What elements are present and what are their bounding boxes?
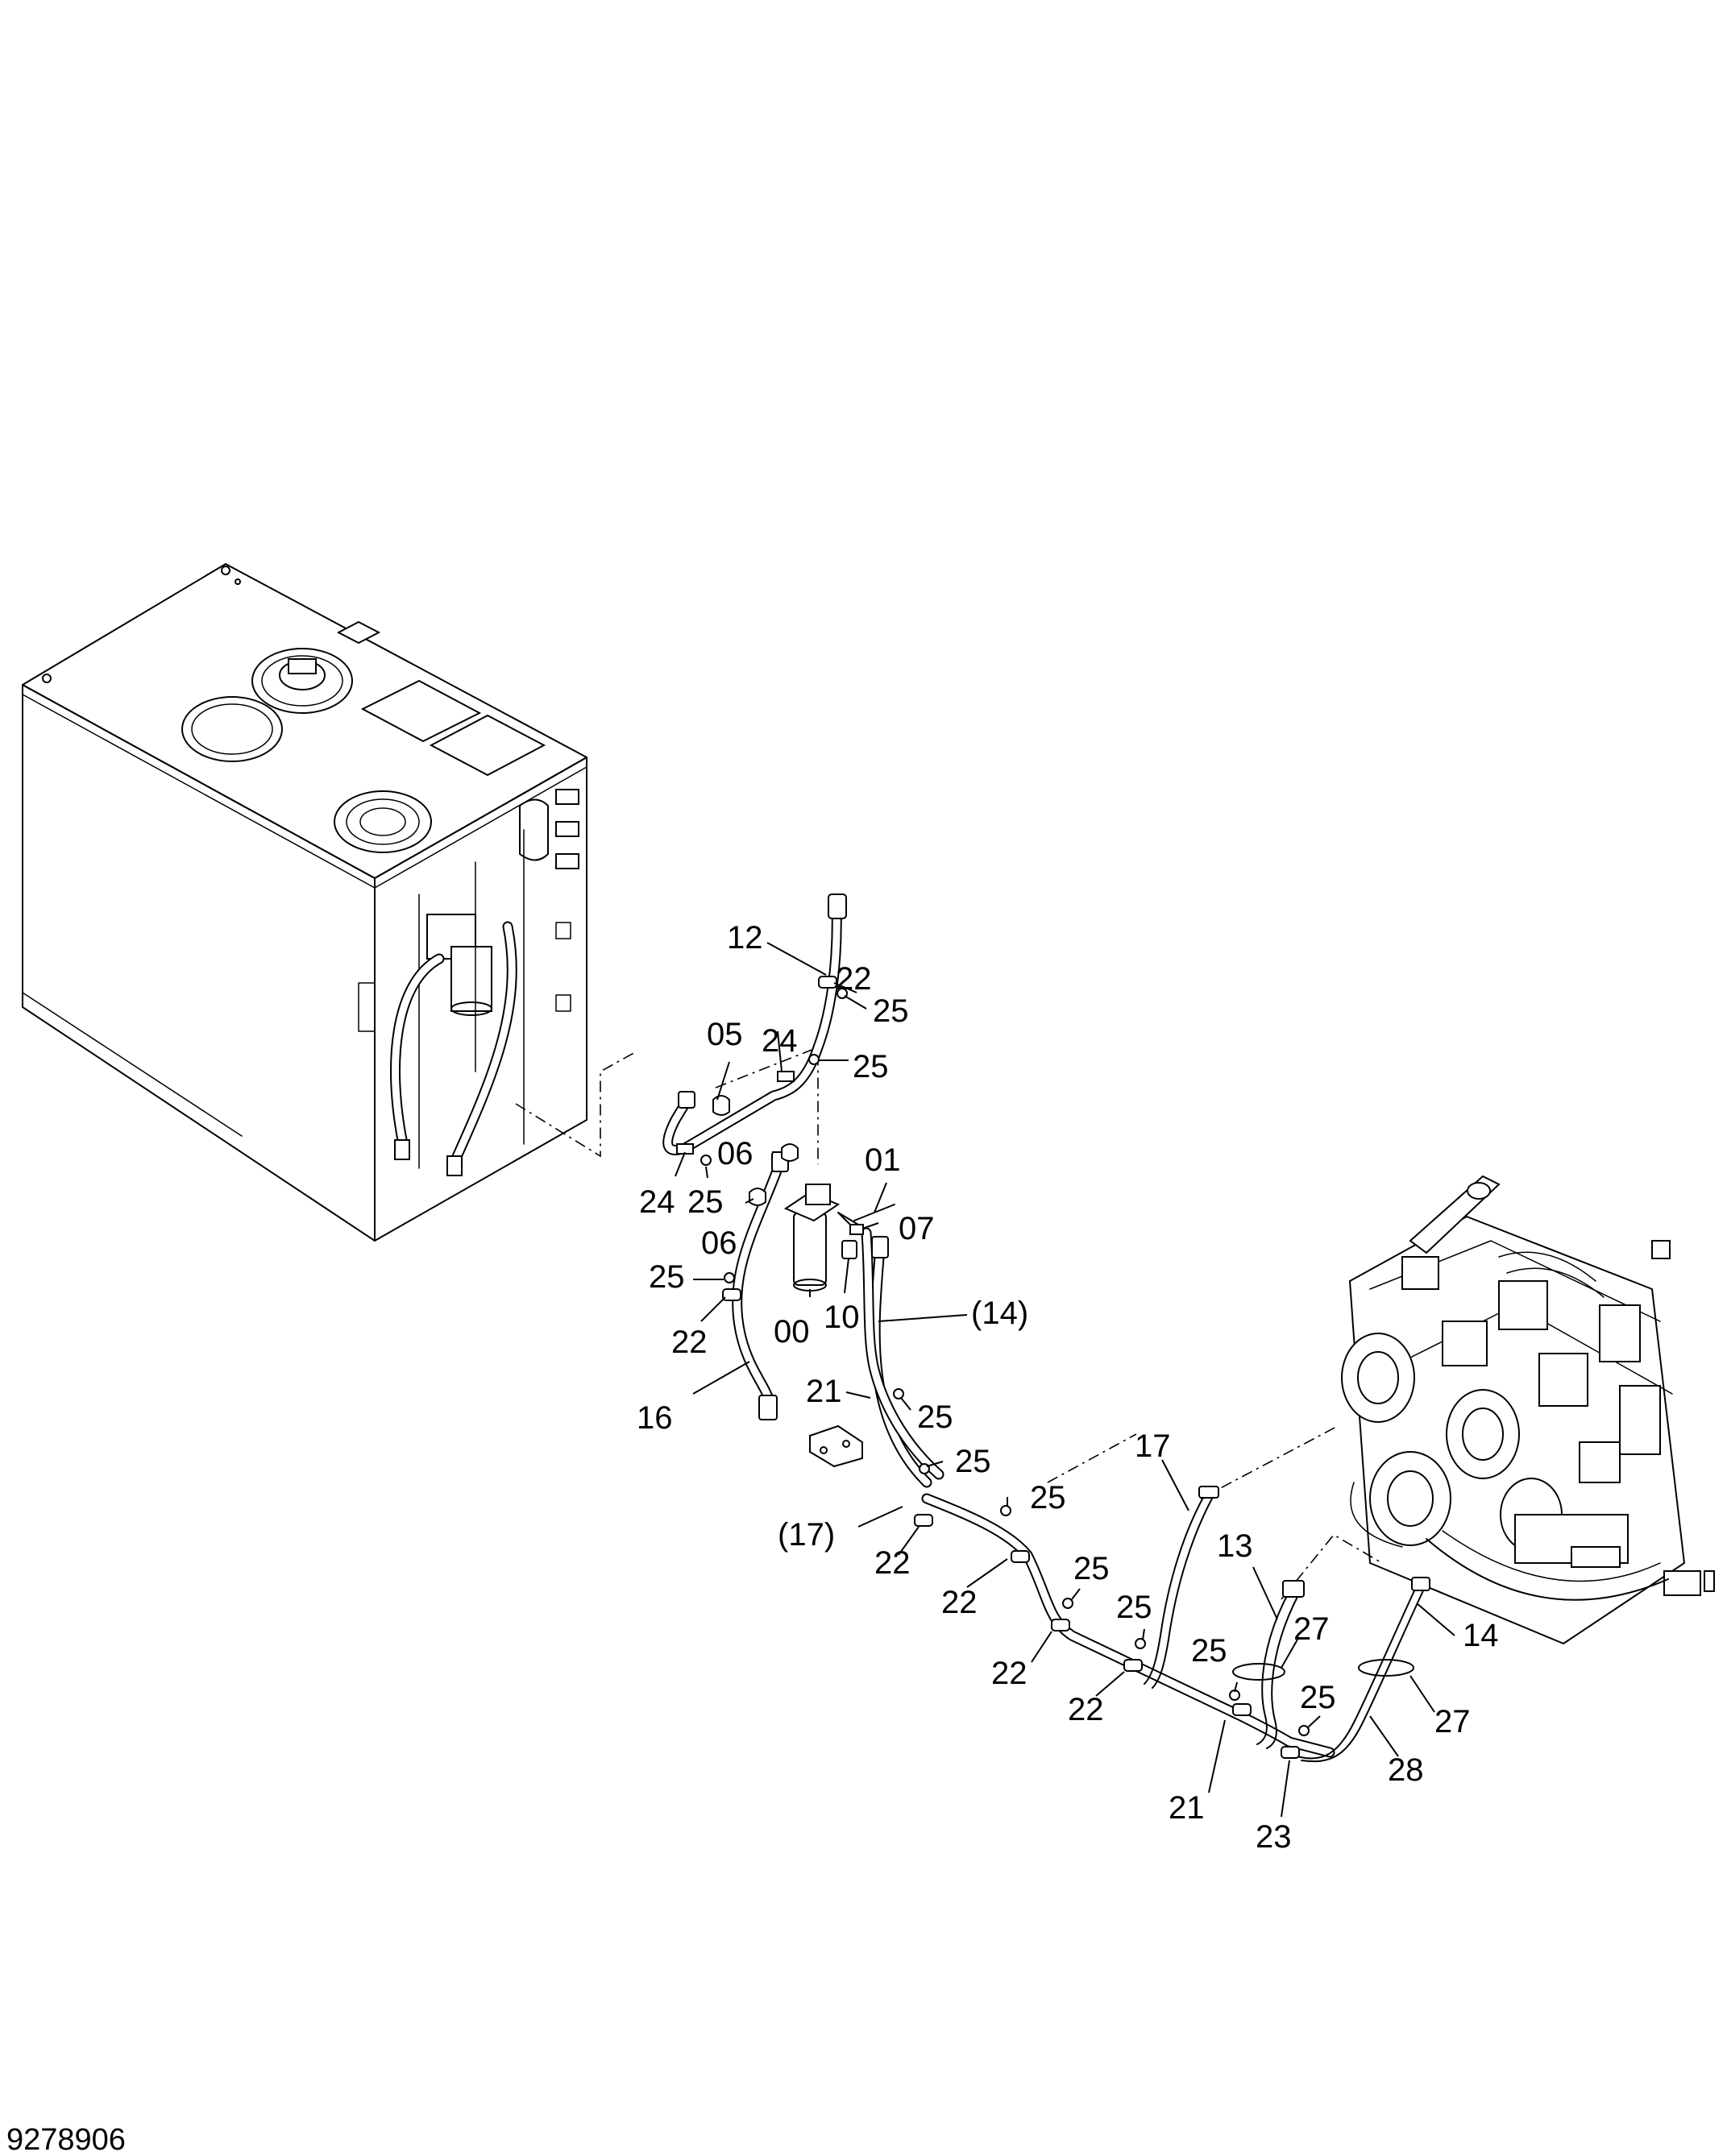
hose-13 xyxy=(1256,1580,1305,1749)
hose-12 xyxy=(662,893,847,1155)
connection-line xyxy=(1047,1433,1137,1483)
callout-25: 25 xyxy=(1073,1551,1110,1586)
callout-05: 05 xyxy=(707,1017,743,1052)
callout-17: 17 xyxy=(1135,1428,1171,1464)
clamp-band xyxy=(1358,1659,1414,1677)
drawing-number: 9278906 xyxy=(6,2123,126,2156)
callout-00: 00 xyxy=(774,1314,810,1350)
callout-14-ref: (14) xyxy=(971,1296,1028,1331)
callout-07: 07 xyxy=(899,1211,935,1246)
callout-27: 27 xyxy=(1434,1704,1471,1739)
clamps-22 xyxy=(722,976,1300,1759)
callout-25: 25 xyxy=(917,1399,953,1435)
callout-25: 25 xyxy=(1300,1680,1336,1715)
hose-17-upper xyxy=(861,1227,944,1480)
callout-22: 22 xyxy=(991,1656,1027,1691)
callout-24: 24 xyxy=(762,1023,798,1059)
callout-01: 01 xyxy=(865,1142,901,1178)
leader-lines xyxy=(675,942,1455,1818)
callout-21: 21 xyxy=(806,1374,842,1409)
fitting-10 xyxy=(841,1240,857,1259)
callout-22: 22 xyxy=(671,1325,708,1360)
callout-25: 25 xyxy=(687,1184,724,1220)
washer-07 xyxy=(849,1224,864,1235)
callout-25: 25 xyxy=(873,993,909,1029)
callout-22: 22 xyxy=(1068,1692,1104,1727)
callout-10: 10 xyxy=(824,1300,860,1335)
hose-16 xyxy=(732,1151,789,1420)
callout-25: 25 xyxy=(649,1259,685,1295)
callout-28: 28 xyxy=(1388,1752,1424,1788)
callout-13: 13 xyxy=(1217,1528,1253,1564)
hose-14-lower xyxy=(1297,1577,1430,1763)
callout-22: 22 xyxy=(836,961,872,997)
callout-25: 25 xyxy=(1191,1633,1227,1669)
callout-23: 23 xyxy=(1256,1819,1292,1855)
callout-16: 16 xyxy=(637,1400,673,1436)
bracket-24 xyxy=(676,1071,795,1155)
hose-17-lower xyxy=(1144,1486,1219,1689)
callout-21: 21 xyxy=(1169,1790,1205,1826)
callout-17-ref: (17) xyxy=(778,1517,835,1553)
callout-25: 25 xyxy=(1116,1590,1152,1625)
callout-22: 22 xyxy=(941,1585,978,1620)
line-filter xyxy=(783,1184,859,1292)
main-harness-line xyxy=(921,1493,1335,1758)
callout-06: 06 xyxy=(701,1225,737,1261)
pump-assembly xyxy=(1341,1175,1715,1644)
connection-line xyxy=(515,1051,637,1158)
screws-25 xyxy=(700,988,1310,1736)
callout-22: 22 xyxy=(874,1545,911,1581)
hydraulic-tank xyxy=(22,563,587,1242)
connection-line xyxy=(1200,1425,1339,1499)
callout-14: 14 xyxy=(1463,1618,1499,1653)
callout-27: 27 xyxy=(1293,1611,1330,1647)
callout-24: 24 xyxy=(639,1184,675,1220)
callouts: 12 22 25 05 24 25 06 01 24 25 07 06 25 (… xyxy=(637,920,1499,1855)
callout-25: 25 xyxy=(1030,1480,1066,1515)
callout-12: 12 xyxy=(727,920,763,956)
fitting-06 xyxy=(749,1143,799,1206)
callout-25: 25 xyxy=(853,1049,889,1084)
callout-25: 25 xyxy=(955,1444,991,1479)
fitting-05 xyxy=(712,1095,730,1116)
callout-06: 06 xyxy=(717,1136,753,1171)
connection-line xyxy=(1281,1533,1383,1600)
mount-block xyxy=(809,1424,863,1468)
clamp-band xyxy=(1232,1663,1285,1681)
